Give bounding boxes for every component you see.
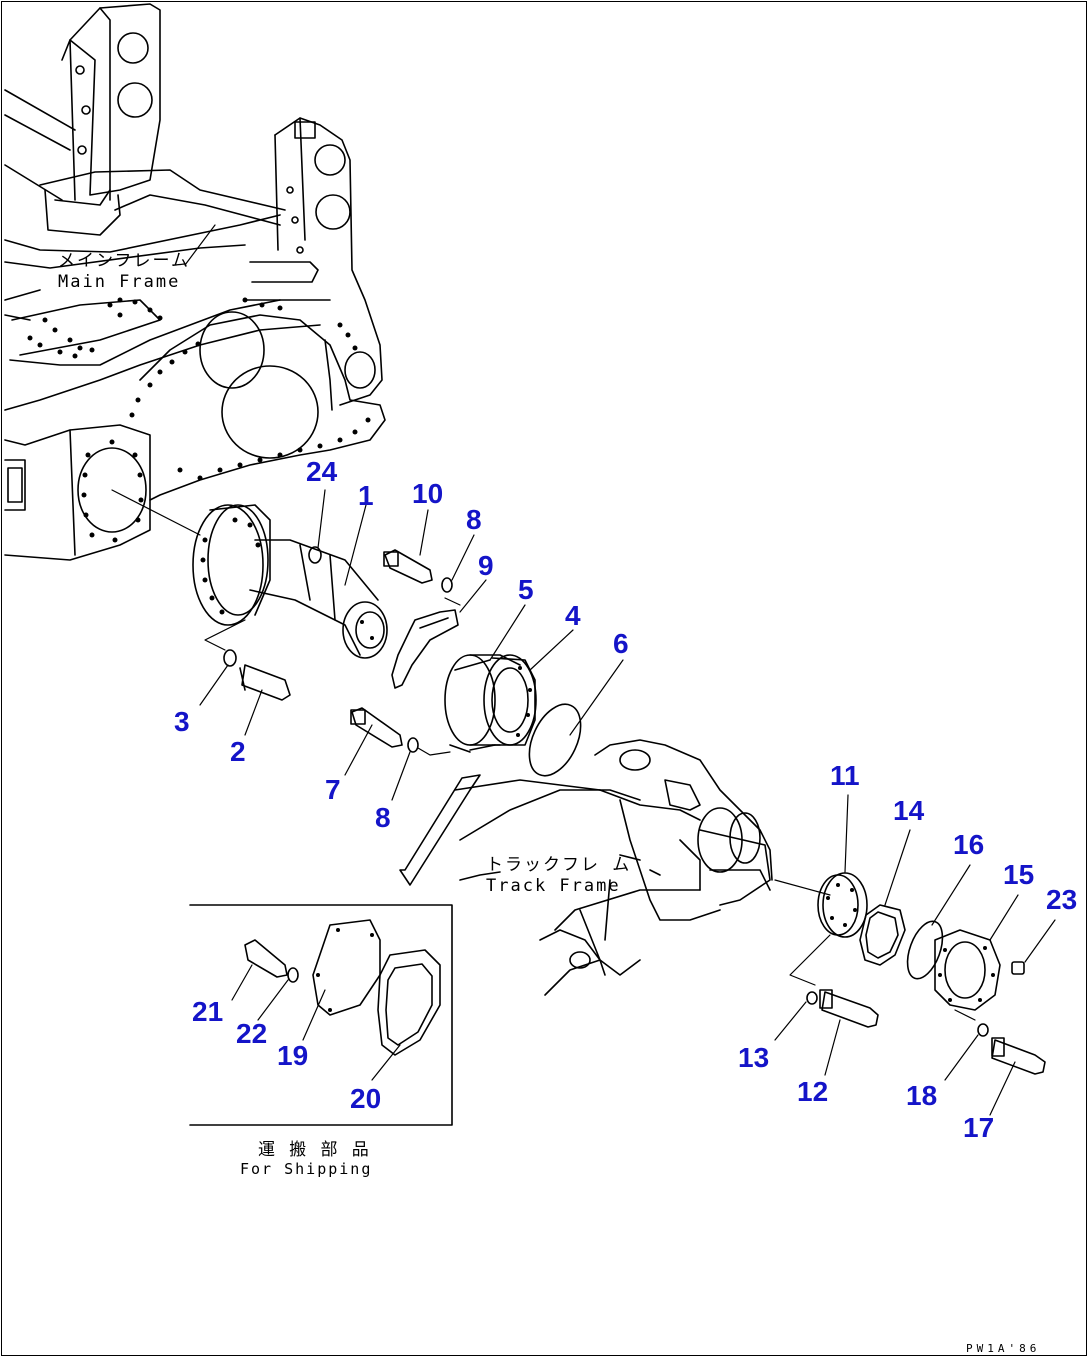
label-8-lower: 8 bbox=[375, 802, 391, 833]
part-6-oring bbox=[528, 703, 582, 777]
part-22-washer bbox=[287, 967, 299, 983]
part-20-gasket bbox=[377, 949, 441, 1056]
part-13-washer bbox=[806, 991, 818, 1005]
label-2: 2 bbox=[230, 736, 246, 767]
label-8-upper: 8 bbox=[466, 504, 482, 535]
track-frame-drawing bbox=[454, 739, 831, 996]
part-7-bolt bbox=[350, 707, 403, 748]
part-23-plug bbox=[1011, 961, 1025, 975]
label-13: 13 bbox=[738, 1042, 770, 1073]
label-20: 20 bbox=[350, 1083, 382, 1114]
part-11-plate bbox=[789, 872, 868, 986]
label-6: 6 bbox=[613, 628, 629, 659]
track-frame-caption-jp: トラックフレ ム bbox=[486, 855, 632, 875]
part-2-bolt bbox=[239, 664, 291, 701]
part-3-washer bbox=[223, 649, 237, 667]
part-19-cover-plate bbox=[312, 919, 381, 1016]
label-23: 23 bbox=[1046, 884, 1078, 915]
label-7: 7 bbox=[325, 774, 341, 805]
part-17-bolt bbox=[991, 1037, 1046, 1075]
label-3: 3 bbox=[174, 706, 190, 737]
main-frame-drawing bbox=[4, 3, 386, 561]
part-24-plug bbox=[308, 546, 322, 564]
leader-lines bbox=[184, 224, 1056, 1116]
label-1: 1 bbox=[358, 480, 374, 511]
part-8-washer-lower bbox=[407, 737, 451, 756]
label-17: 17 bbox=[963, 1112, 995, 1143]
part-21-bolt bbox=[244, 939, 288, 978]
label-21: 21 bbox=[192, 996, 224, 1027]
main-frame-caption-jp: メインフレーム bbox=[58, 251, 190, 271]
label-22: 22 bbox=[236, 1018, 268, 1049]
drawing-code: PW1A'86 bbox=[966, 1342, 1041, 1355]
label-24: 24 bbox=[306, 456, 338, 487]
part-10-bolt bbox=[383, 549, 433, 584]
label-16: 16 bbox=[953, 829, 985, 860]
part-8-washer-upper bbox=[441, 577, 453, 593]
part-15-cover bbox=[934, 929, 1001, 1011]
track-frame-caption-en: Track Frame bbox=[486, 876, 621, 896]
label-15: 15 bbox=[1003, 859, 1035, 890]
part-4-collar bbox=[449, 654, 537, 753]
label-5: 5 bbox=[518, 574, 534, 605]
shipping-caption-jp: 運 搬 部 品 bbox=[258, 1140, 371, 1160]
shipping-box bbox=[189, 904, 453, 1126]
part-16-oring bbox=[906, 920, 944, 980]
label-19: 19 bbox=[277, 1040, 309, 1071]
label-4: 4 bbox=[565, 600, 581, 631]
label-12: 12 bbox=[797, 1076, 829, 1107]
label-11: 11 bbox=[830, 760, 860, 791]
label-10: 10 bbox=[412, 478, 444, 509]
install-arrow bbox=[399, 774, 481, 886]
part-14-gasket bbox=[859, 904, 906, 966]
part-18-washer bbox=[954, 1009, 989, 1037]
part-9-shim bbox=[391, 597, 461, 689]
label-9: 9 bbox=[478, 550, 494, 581]
part-12-bolt bbox=[819, 989, 879, 1028]
label-18: 18 bbox=[906, 1080, 938, 1111]
shipping-caption-en: For Shipping bbox=[240, 1160, 373, 1178]
label-14: 14 bbox=[893, 795, 925, 826]
part-5-housing bbox=[444, 654, 521, 746]
part-1-shaft bbox=[192, 504, 388, 659]
main-frame-caption-en: Main Frame bbox=[58, 272, 181, 292]
